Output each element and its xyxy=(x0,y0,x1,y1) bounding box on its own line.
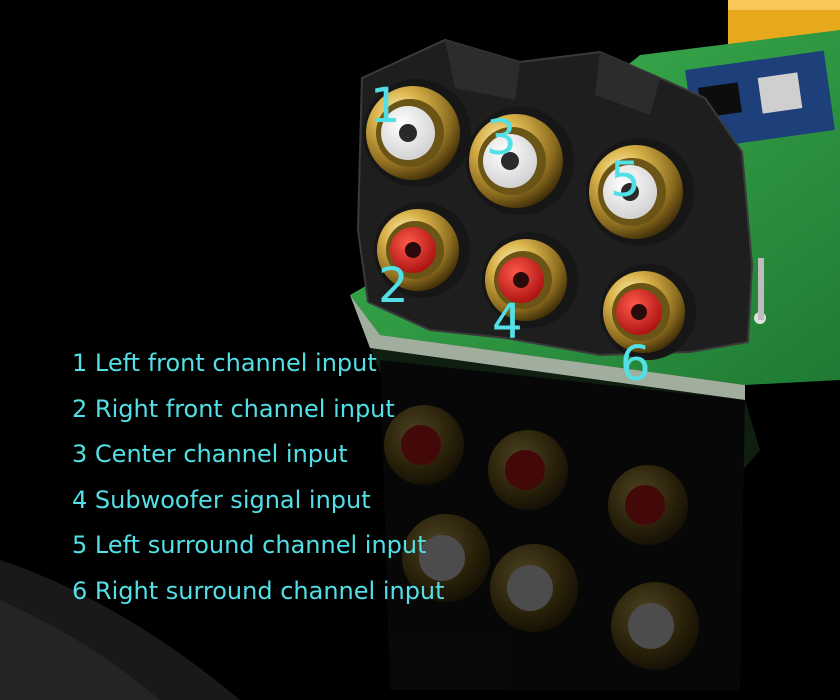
legend-text: Left front channel input xyxy=(94,349,377,377)
port-label-3: 3 xyxy=(486,110,517,166)
legend-text: Left surround channel input xyxy=(94,531,427,559)
legend-number: 1 xyxy=(72,349,88,377)
legend-item: 4 Subwoofer signal input xyxy=(72,483,445,529)
legend-number: 4 xyxy=(72,485,88,514)
port-label-6: 6 xyxy=(620,336,651,392)
channel-legend: 1 Left front channel input 2 Right front… xyxy=(72,346,445,619)
port-label-5: 5 xyxy=(610,152,641,208)
legend-number: 6 xyxy=(72,576,88,605)
rca-jack-4 xyxy=(482,232,578,328)
legend-text: Center channel input xyxy=(94,440,348,468)
rca-jack-3 xyxy=(466,107,574,215)
legend-number: 2 xyxy=(72,394,88,423)
rca-jack-5 xyxy=(586,138,694,246)
legend-item: 1 Left front channel input xyxy=(72,346,445,392)
rca-jack-1 xyxy=(363,79,471,187)
legend-number: 3 xyxy=(72,440,88,468)
legend-text: Right surround channel input xyxy=(94,576,445,605)
mirror-reflection xyxy=(370,348,760,690)
pin xyxy=(758,258,764,320)
port-label-1: 1 xyxy=(370,78,401,134)
crystal xyxy=(757,72,803,114)
legend-item: 2 Right front channel input xyxy=(72,392,445,438)
legend-number: 5 xyxy=(72,531,88,559)
legend-text: Right front channel input xyxy=(94,394,395,423)
rca-jack-2 xyxy=(374,202,470,298)
rca-jack-6 xyxy=(600,264,696,360)
legend-item: 5 Left surround channel input xyxy=(72,528,445,574)
legend-item: 3 Center channel input xyxy=(72,437,445,483)
legend-item: 6 Right surround channel input xyxy=(72,574,445,620)
port-label-2: 2 xyxy=(378,258,409,314)
legend-text: Subwoofer signal input xyxy=(94,485,371,514)
port-label-4: 4 xyxy=(492,294,523,350)
